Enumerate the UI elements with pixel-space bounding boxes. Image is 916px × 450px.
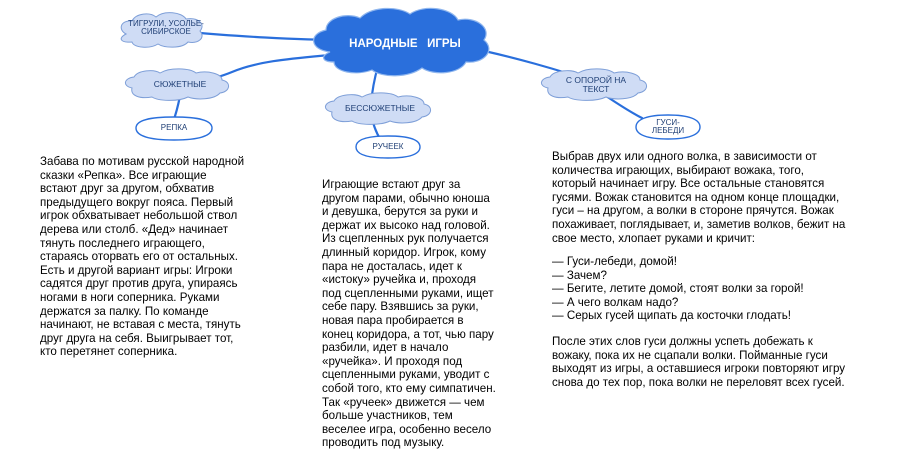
category-cloud-text: [541, 68, 647, 101]
description-ruchek: Играющие встают друг за другом парами, о…: [322, 178, 496, 450]
category-label-text: С ОПОРОЙ НА ТЕКСТ: [565, 75, 627, 94]
source-note-label: ТИГРУЛИ, УСОЛЬЕ- СИБИРСКОЕ: [128, 19, 204, 37]
description-gusi-end: После этих слов гуси должны успеть добеж…: [552, 335, 846, 389]
category-cloud-plot: [125, 68, 229, 101]
game-bubble-repka: [135, 116, 213, 141]
game-bubble-ruchek: [355, 135, 421, 159]
category-label-plot: СЮЖЕТНЫЕ: [153, 79, 207, 89]
description-gusi-intro: Выбрав двух или одного волка, в зависимо…: [552, 150, 846, 245]
game-label-repka: РЕПКА: [160, 123, 188, 132]
category-label-plotless: БЕССЮЖЕТНЫЕ: [345, 103, 415, 113]
center-label: НАРОДНЫЕ ИГРЫ: [349, 38, 461, 50]
description-repka: Забава по мотивам русской народной сказк…: [40, 155, 245, 359]
link-text-gusi: [604, 94, 644, 120]
game-label-gusi: ГУСИ- ЛЕБЕДИ: [651, 118, 685, 136]
source-note-cloud: [120, 12, 203, 48]
game-label-ruchek: РУЧЕЕК: [372, 142, 404, 151]
category-cloud-plotless: [325, 92, 431, 125]
center-cloud: [313, 7, 490, 77]
description-gusi-dialog: — Гуси-лебеди, домой! — Зачем? — Бегите,…: [552, 255, 804, 323]
game-bubble-gusi: [635, 114, 701, 140]
mind-map-canvas: [120, 7, 701, 159]
